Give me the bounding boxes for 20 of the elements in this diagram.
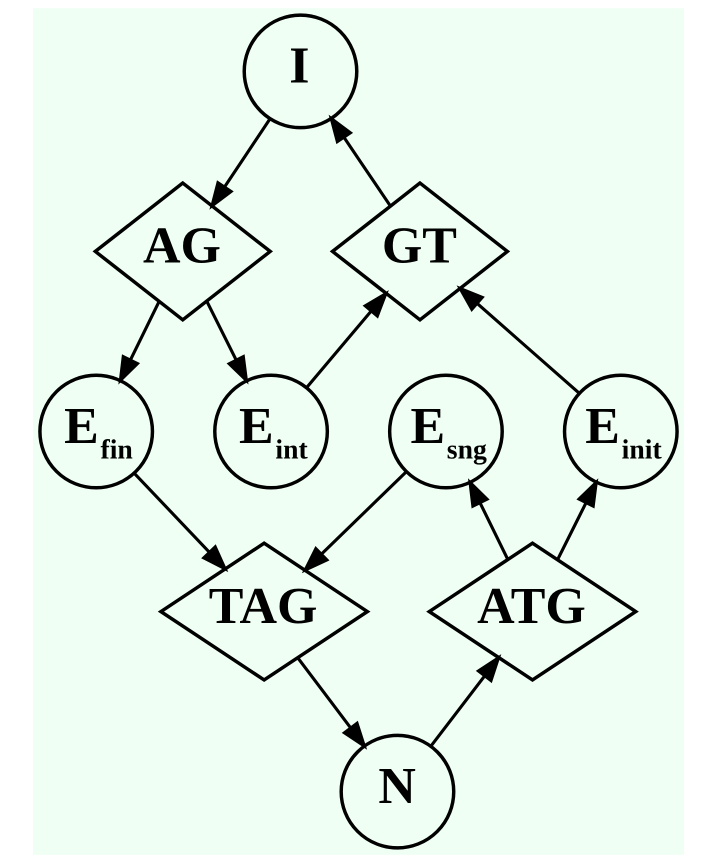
node-diamond: TAG bbox=[158, 541, 370, 682]
arrow bbox=[296, 656, 368, 750]
arrow bbox=[209, 118, 272, 210]
arrow bbox=[133, 472, 228, 572]
node-circle: E$_{int}$ bbox=[213, 374, 330, 490]
arrow bbox=[430, 654, 502, 747]
node-circle: N bbox=[339, 734, 456, 850]
arrow bbox=[556, 478, 598, 560]
arrow bbox=[468, 478, 509, 560]
node-diamond: GT bbox=[330, 180, 510, 322]
node-circle: E$_{init}$ bbox=[562, 374, 679, 490]
arrow bbox=[302, 470, 408, 574]
arrow bbox=[456, 285, 580, 394]
node-circle: E$_{fin}$ bbox=[38, 374, 154, 490]
arrow bbox=[328, 114, 392, 206]
arrow bbox=[305, 290, 389, 389]
arrow bbox=[118, 300, 161, 385]
arrow bbox=[206, 300, 248, 385]
node-circle: I bbox=[242, 13, 358, 130]
node-circle: E$_{sng}$ bbox=[388, 374, 504, 490]
